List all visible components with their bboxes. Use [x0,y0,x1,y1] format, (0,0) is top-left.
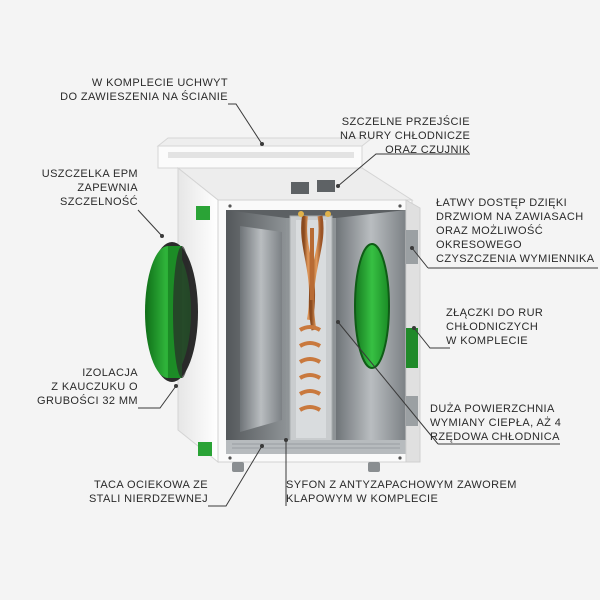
label-sealed-passage: SZCZELNE PRZEJŚCIE NA RURY CHŁODNICZE OR… [340,116,471,156]
drip-tray [226,440,406,454]
left-duct-connector [145,242,198,382]
right-duct-connector [355,244,389,368]
hinge-icon [406,396,418,426]
wall-mount-bracket [156,137,374,169]
leader-lines [137,103,598,507]
label-siphon: SYFON Z ANTYZAPACHOWYM ZAWOREM KLAPOWYM … [286,479,517,505]
label-pipe-connectors: ZŁĄCZKI DO RUR CHŁODNICZYCH W KOMPLECIE [446,307,544,347]
copper-bends [298,325,322,412]
foot [232,462,244,472]
latch-icon [196,206,210,220]
label-wall-mount: W KOMPLECIE UCHWYT DO ZAWIESZENIA NA ŚCI… [60,77,228,103]
latch-icon [198,442,212,456]
pipe-connector-icon [406,328,418,368]
label-heat-exchange: DUŻA POWIERZCHNIA WYMIANY CIEPŁA, AŻ 4 R… [430,403,562,443]
label-drip-tray: TACA OCIEKOWA ZE STALI NIERDZEWNEJ [88,479,208,505]
label-easy-access: ŁATWY DOSTĘP DZIĘKI DRZWIOM NA ZAWIASACH… [436,197,595,265]
label-insulation: IZOLACJA Z KAUCZUKU O GRUBOŚCI 32 MM [37,367,138,407]
foot [368,462,380,472]
label-epm-gasket: USZCZELKA EPM ZAPEWNIA SZCZELNOŚĆ [41,168,138,208]
